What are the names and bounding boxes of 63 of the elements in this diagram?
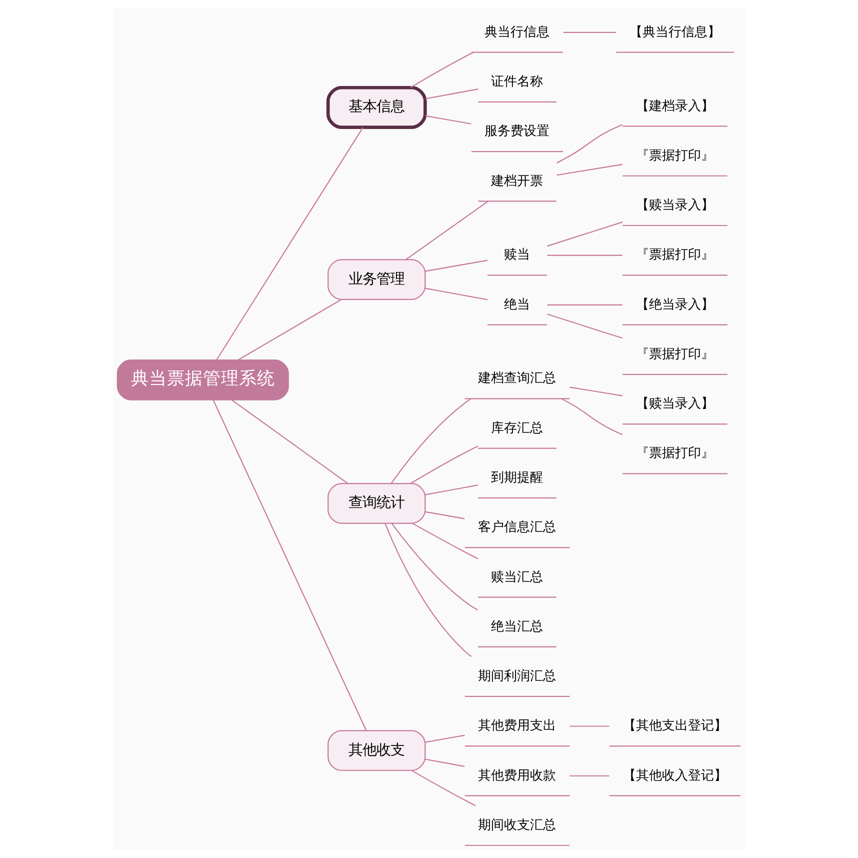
node-text: 赎当汇总: [491, 570, 544, 585]
connector: [425, 758, 465, 767]
node-text: 『票据打印』: [636, 148, 714, 164]
connector: [425, 288, 488, 300]
node-box: 业务管理: [328, 259, 426, 300]
connector: [425, 260, 488, 272]
node-box: 典当票据管理系统: [116, 360, 289, 400]
node-text: 『票据打印』: [636, 446, 714, 462]
node-text: 『票据打印』: [636, 346, 714, 362]
node-text: 其他费用收款: [478, 768, 556, 784]
connector: [547, 254, 622, 256]
connector: [238, 298, 342, 360]
node-box: 其他收支: [328, 730, 426, 771]
connector: [212, 400, 367, 731]
node-text: 【建档录入】: [636, 98, 714, 114]
node-text: 【赎当录入】: [636, 198, 714, 214]
node-text: 『票据打印』: [636, 248, 714, 263]
node-text: 【赎当录入】: [636, 396, 714, 412]
connector: [425, 734, 465, 743]
node-text: 【其他支出登记】: [622, 718, 727, 734]
connector: [384, 523, 472, 658]
connector: [412, 522, 478, 560]
connector: [390, 398, 472, 484]
connector: [391, 523, 478, 610]
connector: [425, 115, 472, 124]
connector: [232, 400, 348, 484]
connector: [425, 511, 465, 520]
node-text: 库存汇总: [491, 420, 544, 436]
node-text: 【典当行信息】: [629, 24, 720, 40]
connector: [425, 484, 478, 496]
node-text: 【其他收入登记】: [622, 768, 727, 784]
connector: [425, 88, 478, 100]
connector: [556, 124, 623, 164]
connector: [570, 726, 610, 727]
connector: [412, 770, 476, 806]
node-text: 典当行信息: [484, 24, 550, 40]
connector: [405, 201, 488, 260]
connector: [561, 398, 623, 436]
node-text: 绝当: [504, 297, 530, 312]
node-text: 赎当: [504, 248, 530, 263]
connector: [563, 32, 616, 34]
connector: [556, 164, 622, 176]
node-text: 服务费设置: [484, 124, 550, 140]
connector: [570, 386, 623, 396]
node-text: 建档开票: [491, 174, 544, 189]
connector: [547, 304, 622, 306]
node-text: 期间收支汇总: [478, 818, 556, 833]
node-box: 查询统计: [328, 483, 426, 524]
node-text: 期间利润汇总: [478, 669, 556, 684]
node-box: 基本信息: [326, 86, 427, 129]
connector: [410, 52, 474, 88]
connector: [547, 314, 623, 339]
node-text: 【绝当录入】: [636, 297, 714, 312]
connector: [410, 446, 478, 484]
node-text: 证件名称: [491, 74, 544, 90]
node-text: 绝当汇总: [491, 619, 544, 634]
node-text: 建档查询汇总: [478, 371, 556, 386]
node-text: 客户信息汇总: [478, 520, 556, 536]
connector: [216, 127, 364, 360]
connector: [570, 775, 610, 776]
node-text: 其他费用支出: [478, 718, 556, 734]
node-text: 到期提醒: [491, 470, 544, 486]
connector: [547, 222, 623, 247]
